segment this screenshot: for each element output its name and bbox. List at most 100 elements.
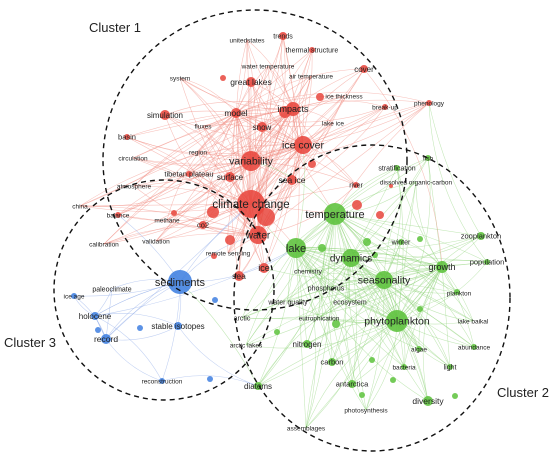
- label-stratification: stratification: [378, 165, 415, 172]
- node-tibetan-plateau[interactable]: [186, 171, 192, 177]
- node-carbon[interactable]: [328, 358, 336, 366]
- network-edge: [238, 108, 294, 277]
- label-diatoms: diatoms: [244, 382, 272, 391]
- label-calibration: calibration: [89, 241, 119, 248]
- network-edge: [396, 181, 417, 322]
- cluster-boundaries: [53, 9, 511, 452]
- network-edge: [103, 112, 237, 245]
- minor-node: [207, 206, 219, 218]
- node-zooplankton[interactable]: [477, 232, 485, 240]
- node-thermal-structure[interactable]: [309, 47, 315, 53]
- node-co2[interactable]: [199, 221, 207, 229]
- network-edge: [164, 110, 237, 116]
- node-climate-change[interactable]: [237, 190, 265, 218]
- node-algae[interactable]: [416, 346, 422, 352]
- node-water[interactable]: [249, 226, 267, 244]
- node-fish[interactable]: [425, 155, 431, 161]
- network-edge: [295, 247, 420, 350]
- node-record[interactable]: [101, 334, 111, 344]
- node-population[interactable]: [484, 259, 490, 265]
- network-edge: [292, 99, 430, 110]
- network-edge: [79, 205, 259, 236]
- node-sediments[interactable]: [168, 270, 192, 294]
- network-edge: [235, 95, 345, 114]
- network-edge: [302, 102, 430, 146]
- network-edge: [179, 77, 237, 114]
- node-abundance[interactable]: [471, 344, 477, 350]
- node-river[interactable]: [353, 182, 359, 188]
- node-lake[interactable]: [286, 238, 306, 258]
- node-phenology[interactable]: [426, 100, 432, 106]
- network-edge: [133, 108, 294, 187]
- node-cover[interactable]: [360, 65, 368, 73]
- node-reconstruction[interactable]: [159, 378, 165, 384]
- node-diversity[interactable]: [423, 396, 433, 406]
- node-model[interactable]: [231, 108, 241, 118]
- label-system: system: [170, 75, 191, 82]
- node-snow[interactable]: [257, 122, 267, 132]
- network-edge: [365, 279, 385, 411]
- label-phytoplankton: phytoplankton: [364, 316, 430, 328]
- network-edge: [328, 213, 353, 385]
- node-holocene[interactable]: [91, 312, 99, 320]
- label-holocene: holocene: [79, 312, 112, 321]
- node-basin[interactable]: [124, 134, 130, 140]
- node-great-lakes[interactable]: [246, 77, 256, 87]
- label-water-quality: water quality: [267, 299, 308, 306]
- node-ice[interactable]: [259, 263, 269, 273]
- node-ice-cover[interactable]: [294, 136, 312, 154]
- network-edge: [295, 144, 305, 249]
- node-ice-age[interactable]: [71, 293, 77, 299]
- node-phytoplankton[interactable]: [386, 310, 408, 332]
- network-edge: [383, 279, 451, 368]
- label-surface: surface: [217, 173, 244, 182]
- network-edge: [306, 266, 443, 345]
- node-trends[interactable]: [279, 32, 287, 40]
- label-air-temperature: air temperature: [289, 73, 333, 80]
- network-edge: [132, 112, 237, 159]
- node-dynamics[interactable]: [342, 249, 360, 267]
- node-growth[interactable]: [436, 261, 448, 273]
- node-simulation[interactable]: [160, 110, 170, 120]
- network-edge: [177, 325, 259, 387]
- node-surface[interactable]: [225, 172, 235, 182]
- network-edge: [133, 112, 237, 187]
- label-thermal-structure: thermal structure: [286, 47, 339, 54]
- node-stable-isotopes[interactable]: [174, 322, 182, 330]
- node-winter[interactable]: [398, 239, 404, 245]
- network-edge: [295, 247, 429, 402]
- network-edge: [350, 257, 420, 350]
- node-light[interactable]: [447, 364, 453, 370]
- node-seasonality[interactable]: [375, 271, 393, 289]
- node-temperature[interactable]: [324, 203, 346, 225]
- network-edge: [383, 279, 475, 348]
- node-sea-ice[interactable]: [287, 175, 297, 185]
- cluster-3-label: Cluster 3: [4, 335, 56, 350]
- node-bacteria[interactable]: [401, 364, 407, 370]
- network-edges: [73, 35, 488, 429]
- label-photosynthesis: photosynthesis: [344, 407, 388, 414]
- label-impacts: impacts: [277, 104, 309, 114]
- network-edge: [295, 157, 429, 249]
- network-edge: [263, 267, 385, 281]
- node-stratification[interactable]: [394, 165, 400, 171]
- node-sea[interactable]: [234, 271, 244, 281]
- network-edge: [117, 203, 252, 222]
- network-edge: [295, 247, 307, 429]
- network-edge: [287, 266, 443, 303]
- node-nitrogen[interactable]: [303, 340, 311, 348]
- label-water: water: [245, 231, 271, 242]
- minor-node: [452, 393, 458, 399]
- node-antarctica[interactable]: [348, 380, 356, 388]
- node-balance[interactable]: [115, 212, 121, 218]
- network-edge: [295, 247, 451, 368]
- node-impacts[interactable]: [286, 102, 300, 116]
- network-edge: [105, 325, 179, 341]
- node-variability[interactable]: [241, 151, 261, 171]
- network-edge: [94, 315, 163, 382]
- node-break-up[interactable]: [382, 104, 388, 110]
- network-edge: [428, 102, 488, 263]
- label-light: light: [444, 364, 457, 371]
- network-edge: [403, 266, 443, 368]
- network-edge: [235, 39, 248, 114]
